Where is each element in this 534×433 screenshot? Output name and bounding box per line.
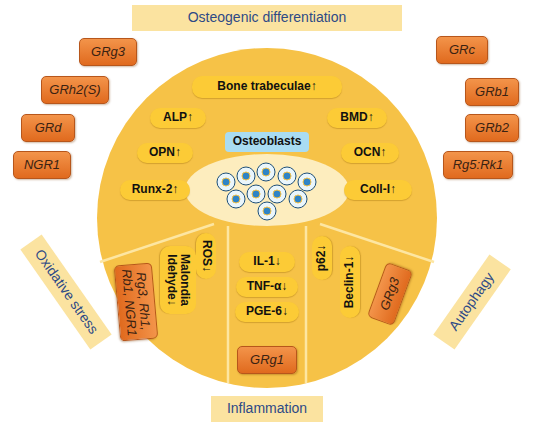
node-text: ROS↓ <box>199 240 212 272</box>
cell-label: Osteoblasts <box>225 132 309 152</box>
node-text: GRb2 <box>475 121 509 135</box>
node-text: GRg3 <box>91 45 125 59</box>
node-text: GRg1 <box>250 353 284 367</box>
marker-pill: OCN↑ <box>341 143 399 163</box>
node-text: Coll-I↑ <box>360 183 396 196</box>
node-text: Inflammation <box>227 401 307 416</box>
compound-box: GRd <box>21 114 75 142</box>
node-text: Osteoblasts <box>233 135 302 148</box>
compound-box: Rg3, Rh1, Rb1, NGR1 <box>114 262 158 341</box>
node-text: p62↓ <box>315 245 328 272</box>
node-text: GRh2(S) <box>49 83 100 97</box>
node-text: OPN↑ <box>149 146 181 159</box>
cell-area <box>185 154 349 226</box>
compound-box: GRh2(S) <box>41 76 109 104</box>
node-text: GRc <box>449 43 475 57</box>
compound-box: GRg3 <box>367 262 413 326</box>
node-text: TNF-α↓ <box>247 280 288 293</box>
marker-pill: p62↓ <box>312 236 332 280</box>
compound-box: GRc <box>436 36 488 64</box>
node-text: Malondia ldehyde↓ <box>165 246 191 314</box>
marker-pill: IL-1↓ <box>239 252 295 272</box>
marker-pill: OPN↑ <box>137 143 193 163</box>
node-text: GRg3 <box>377 276 402 313</box>
marker-pill: ALP↑ <box>150 108 206 128</box>
node-text: PGE-6↓ <box>246 305 288 318</box>
node-text: Rg3, Rh1, Rb1, NGR1 <box>119 266 154 338</box>
node-text: IL-1↓ <box>253 255 280 268</box>
compound-box: GRg3 <box>79 38 137 66</box>
marker-pill: BMD↑ <box>327 108 387 128</box>
node-text: OCN↑ <box>354 146 387 159</box>
compound-box: GRb1 <box>465 78 519 106</box>
marker-pill: PGE-6↓ <box>235 302 299 322</box>
section-heading: Inflammation <box>211 396 323 422</box>
node-text: Oxidative stress <box>31 247 101 337</box>
compound-box: NGR1 <box>13 151 71 179</box>
main-circle <box>97 48 437 388</box>
section-heading: Oxidative stress <box>20 235 111 350</box>
node-text: Runx-2↑ <box>132 183 179 196</box>
node-text: Beclin-1↓ <box>343 256 356 309</box>
osteoblast-cells <box>217 163 316 220</box>
section-heading: Osteogenic differentiation <box>132 5 402 31</box>
node-text: Bone trabeculae↑ <box>217 80 316 93</box>
node-text: BMD↑ <box>340 111 373 124</box>
marker-pill: Coll-I↑ <box>344 180 412 200</box>
marker-pill: Beclin-1↓ <box>340 246 360 318</box>
marker-pill: ROS↓ <box>196 233 216 279</box>
marker-pill: Malondia ldehyde↓ <box>160 246 196 314</box>
node-text: Rg5:Rk1 <box>453 158 504 172</box>
section-heading: Autophagy <box>433 254 511 349</box>
node-text: GRd <box>35 121 62 135</box>
compound-box: Rg5:Rk1 <box>443 151 513 179</box>
node-text: Autophagy <box>446 270 497 334</box>
marker-pill: Runx-2↑ <box>120 180 190 200</box>
node-text: Osteogenic differentiation <box>188 10 347 25</box>
compound-box: GRb2 <box>465 114 519 142</box>
node-text: ALP↑ <box>163 111 193 124</box>
sector-lines <box>100 224 434 383</box>
node-text: NGR1 <box>24 158 60 172</box>
marker-pill: Bone trabeculae↑ <box>192 76 342 98</box>
marker-pill: TNF-α↓ <box>236 277 298 297</box>
node-text: GRb1 <box>475 85 509 99</box>
compound-box: GRg1 <box>237 346 297 374</box>
